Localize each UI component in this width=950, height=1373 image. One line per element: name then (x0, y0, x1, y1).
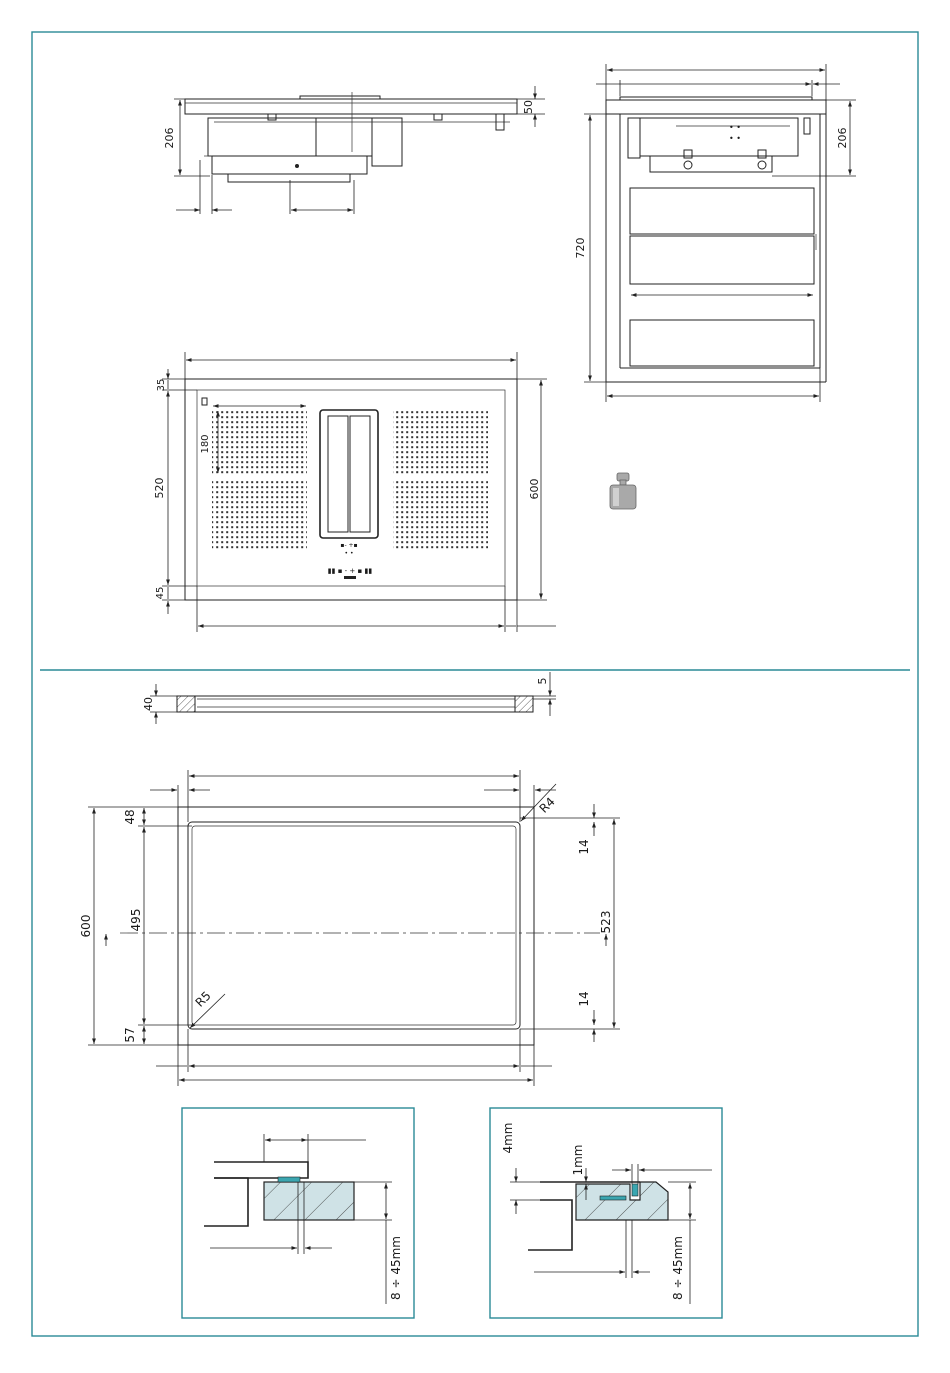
zone-right-top (393, 410, 488, 474)
dim-cut-57: 57 (123, 1027, 137, 1042)
dim-detail1-range: 8 ÷ 45mm (389, 1236, 403, 1300)
dim-cab-height: 720 (574, 238, 587, 259)
svg-text:• •: • • (729, 134, 741, 143)
dim-detail2-1mm: 1mm (571, 1144, 585, 1175)
dim-top-35: 35 (156, 379, 167, 392)
side-view: 206 50 (163, 86, 545, 214)
dim-cut-600: 600 (79, 915, 93, 938)
dim-side-top: 50 (522, 100, 535, 114)
svg-text:• •: • • (345, 550, 354, 557)
dim-cut-495: 495 (129, 909, 143, 932)
svg-text:▪- +▪: ▪- +▪ (340, 542, 357, 549)
frame-profile: 40 5 (142, 672, 556, 724)
dim-side-height: 206 (163, 128, 176, 149)
dim-top-45: 45 (155, 587, 166, 600)
detail-recessed-mount: 4mm 1mm 8 ÷ 45mm (490, 1108, 722, 1318)
top-view: ▪- +▪ • • ▮▮ ▪ - + ▪ ▮▮ 35 520 45 180 60… (153, 352, 556, 632)
extractor-grille (320, 410, 378, 538)
control-panel: ▮▮ ▪ - + ▪ ▮▮ (328, 567, 373, 575)
dim-frame-5: 5 (536, 678, 549, 685)
dim-cut-48: 48 (123, 809, 137, 824)
weight-icon (610, 473, 636, 509)
detail-flush-mount: 8 ÷ 45mm (182, 1108, 414, 1318)
dim-top-180: 180 (200, 434, 211, 453)
dim-top-520: 520 (153, 478, 166, 499)
dim-top-600: 600 (528, 479, 541, 500)
dim-cab-side-height: 206 (836, 128, 849, 149)
cutout-view: 600 48 495 57 14 523 14 R4 R5 (79, 770, 620, 1086)
dim-cut-14-top: 14 (577, 839, 591, 854)
dim-cut-r5: R5 (193, 989, 214, 1010)
outer-frame (32, 32, 918, 1336)
zone-right-bottom (393, 480, 488, 550)
dim-cut-14-bottom: 14 (577, 991, 591, 1006)
dim-cut-523: 523 (599, 911, 613, 934)
zone-left-top (212, 410, 307, 474)
dim-detail2-4mm: 4mm (501, 1122, 515, 1153)
dim-detail2-range: 8 ÷ 45mm (671, 1236, 685, 1300)
cabinet-view: • • • • 720 206 (574, 64, 856, 402)
zone-left-bottom (212, 480, 307, 550)
svg-text:• •: • • (729, 123, 741, 132)
dim-frame-40: 40 (142, 697, 155, 711)
dim-cut-r4: R4 (537, 795, 558, 816)
